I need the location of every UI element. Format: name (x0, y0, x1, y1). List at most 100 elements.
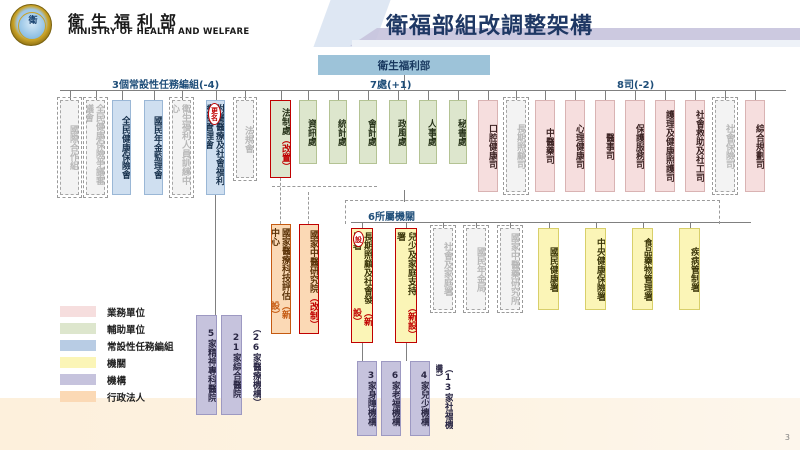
legend-label-1: 輔助單位 (107, 324, 146, 336)
bureau-9[interactable]: 綜合規劃司 (745, 100, 765, 192)
department-1[interactable]: 法制處（改置） (270, 100, 291, 178)
connector-agency-drop-stem (643, 222, 644, 228)
bureau-1[interactable]: 長期照顧司 (506, 100, 526, 192)
department-0-label: 法規會 (243, 125, 253, 153)
bureau-0[interactable]: 口腔健康司 (478, 100, 498, 192)
task-unit-0[interactable]: 國際合作組 (60, 100, 79, 195)
department-7[interactable]: 秘書處 (449, 100, 467, 164)
connector-welfare-stem-b (406, 343, 407, 361)
agency-6[interactable]: 中央健康保險署 (585, 228, 606, 310)
institution-welfare-0[interactable]: 6家老福機構 (381, 361, 401, 436)
mohw-logo-inner: 衛 (18, 12, 46, 40)
connector-drop-stem (545, 90, 546, 100)
department-2[interactable]: 資訊處 (299, 100, 317, 164)
task-unit-4[interactable]: 衛生福利人員訓練中心 (172, 100, 191, 195)
agency-2-label: 社會及家庭署 (442, 242, 452, 296)
agency-4-label: 國家中醫藥研究所 (509, 233, 519, 305)
bureau-4[interactable]: 醫事司 (595, 100, 615, 192)
task-unit-1[interactable]: 全民健康保險爭議審議會 (86, 100, 105, 195)
bureau-7[interactable]: 社會救助及社工司 (685, 100, 705, 192)
department-3[interactable]: 統計處 (329, 100, 347, 164)
agency-8[interactable]: 疾病管制署 (679, 228, 700, 310)
department-1-suffix: （改置） (280, 134, 290, 171)
legend-label-4: 機構 (107, 375, 127, 387)
agency-0-suffix: （新設） (351, 308, 372, 327)
connector-drop-stem (96, 90, 97, 100)
task-unit-3[interactable]: 國民年金監理會 (144, 100, 163, 195)
institution-welfare-group-label: （13家社福機構） (436, 364, 453, 429)
agency-1[interactable]: 兒少及家庭支持署（新設） (395, 228, 417, 343)
department-5[interactable]: 政風處 (389, 100, 407, 164)
department-3-label: 統計處 (336, 118, 346, 146)
connector-drop-stem (182, 90, 183, 100)
connector-drop-stem (308, 90, 309, 100)
agency-6-label: 中央健康保險署 (595, 237, 605, 301)
bureau-6[interactable]: 護理及健康照護司 (655, 100, 675, 192)
caption-bureaus: 8司(-2) (617, 80, 655, 91)
juridical-person-1[interactable]: 國家中醫研究院（改制） (299, 224, 319, 334)
institution-welfare-1[interactable]: 3家身障機構 (357, 361, 377, 436)
connector-drop-stem (488, 90, 489, 100)
legend-swatch-4 (60, 374, 96, 385)
institution-medical-1[interactable]: 5家精神專科醫院 (196, 315, 217, 415)
agency-3[interactable]: 國民年金局 (466, 228, 486, 310)
agency-4[interactable]: 國家中醫藥研究所 (500, 228, 520, 310)
institution-medical-0[interactable]: 21家綜合醫院 (221, 315, 242, 415)
connector-drop-stem (398, 90, 399, 100)
bureau-9-label: 綜合規劃司 (754, 123, 764, 169)
bureau-2-label: 中醫藥司 (544, 128, 554, 164)
department-7-label: 秘書處 (456, 118, 466, 146)
agency-2[interactable]: 社會及家庭署 (433, 228, 453, 310)
bureau-8[interactable]: 社會保險司 (715, 100, 735, 192)
bureau-3[interactable]: 心理健康司 (565, 100, 585, 192)
legend-swatch-2 (60, 340, 96, 351)
agency-group-frame (345, 200, 720, 224)
ghost-frame-bureau-8 (712, 97, 738, 195)
connector-agency-drop-stem (362, 222, 363, 228)
connector-drop-stem (281, 90, 282, 100)
institution-welfare-2[interactable]: 4家兒少機構 (410, 361, 430, 436)
agency-5[interactable]: 國民健康署 (538, 228, 559, 310)
ghost-frame-bureau-1 (503, 97, 529, 195)
juridical-person-0-suffix: （新設） (271, 300, 290, 319)
bureau-5[interactable]: 保護服務司 (625, 100, 645, 192)
page-title: 衛福部組改調整架構 (386, 14, 594, 39)
ghost-frame-task-0 (57, 97, 82, 198)
task-unit-4-label: 衛生福利人員訓練中心 (172, 104, 190, 185)
agency-3-label: 國民年金局 (475, 246, 485, 292)
agency-7[interactable]: 食品藥物管理署 (632, 228, 653, 310)
bureau-7-label: 社會救助及社工司 (694, 110, 704, 182)
department-6[interactable]: 人事處 (419, 100, 437, 164)
department-4[interactable]: 會計處 (359, 100, 377, 164)
mohw-logo: 衛 (10, 4, 52, 46)
ghost-frame-agency-3 (463, 225, 489, 313)
agency-1-suffix: （新設） (406, 303, 416, 340)
connector-drop-stem (458, 90, 459, 100)
legend-swatch-3 (60, 357, 96, 368)
connector-drop-stem (695, 90, 696, 100)
connector-drop-stem (755, 90, 756, 100)
connector-drop-stem (368, 90, 369, 100)
legend: 業務單位 輔助單位 常設性任務編組 機關 機構 行政法人 (60, 303, 174, 405)
task-unit-3-label: 國民年金監理會 (152, 116, 162, 179)
connector-dash-row2-bus (272, 186, 377, 187)
juridical-person-0[interactable]: 國家醫療科技評估中心（新設） (271, 224, 291, 334)
legend-label-2: 常設性任務編組 (107, 341, 174, 353)
slide-header: 衛 衛生福利部 MINISTRY OF HEALTH AND WELFARE 衛… (0, 0, 800, 47)
legend-item-2: 常設性任務編組 (60, 337, 174, 354)
legend-label-0: 業務單位 (107, 307, 146, 319)
task-unit-2[interactable]: 全民健康保險會 (112, 100, 131, 195)
connector-drop-stem (635, 90, 636, 100)
connector-drop-stem (516, 90, 517, 100)
connector-welfare-stem-a (362, 343, 363, 361)
institution-medical-group-label: （26家醫療機構） (251, 323, 261, 407)
department-0[interactable]: 法規會 (236, 100, 254, 178)
page-number: 3 (784, 433, 790, 442)
connector-drop-stem (428, 90, 429, 100)
department-2-label: 資訊處 (306, 118, 316, 146)
agency-7-label: 食品藥物管理署 (642, 237, 652, 301)
bureau-2[interactable]: 中醫藥司 (535, 100, 555, 192)
juridical-person-0-label: 國家醫療科技評估中心 (271, 228, 290, 300)
ghost-frame-task-1 (83, 97, 108, 198)
